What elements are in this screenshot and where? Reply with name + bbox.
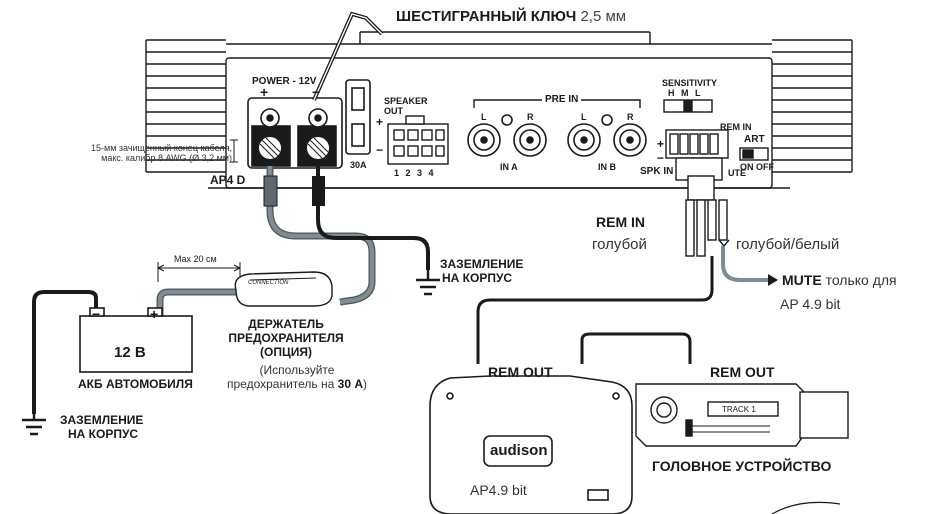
max-length-dimension [157,262,241,282]
fuse-holder-title-2: ПРЕДОХРАНИТЕЛЯ [228,330,344,345]
amp-left-fins [145,39,226,173]
ground-label-1-line-2: НА КОРПУС [442,270,513,285]
plug-pigtail [685,199,730,257]
mute-note-rest: только для [825,272,897,288]
head-unit-label: ГОЛОВНОЕ УСТРОЙСТВО [652,458,832,474]
speaker-out-connector [387,115,449,165]
spk-plus-sign: + [657,137,665,151]
corner-arc [771,501,841,514]
head-unit-display: TRACK 1 [722,405,756,414]
cable-note: 15-мм зачищенный конец кабеля, макс. кал… [58,143,232,164]
hex-key-inner [313,13,383,101]
dsp-unit [429,375,633,514]
input-plug [665,129,729,201]
power-terminal [247,97,343,169]
dsp-brand: audison [490,442,548,459]
negative-sleeve [312,176,325,206]
negative-wire [316,166,430,270]
amp-model: AP4 D [210,173,246,187]
battery-voltage: 12 В [114,344,146,361]
mute-note: MUTE только для [782,272,897,288]
amp-right-fins [772,39,853,173]
speaker-out-label-2: OUT [384,106,403,116]
rem-blue-label: голубой [592,236,647,253]
art-switch [739,147,769,161]
battery-plus-sign: + [150,306,159,322]
rca-jacks [467,114,647,157]
art-states: ON OFF [740,162,774,172]
mute-arrow [768,274,778,286]
ground-label-2-line-1: ЗАЗЕМЛЕНИЕ [60,413,144,427]
input-a-label: IN A [500,162,518,172]
fuse-holder-note: (Используйте предохранитель на 30 А) [202,363,392,392]
pre-in-l-b: L [581,112,587,122]
battery-ground-wire [32,290,98,414]
ground-symbol-1 [416,268,440,296]
pre-in-r-b: R [627,112,634,122]
mute-note-bold: MUTE [782,272,822,288]
cable-note-line-1: 15-мм зачищенный конец кабеля, [91,143,232,153]
dsp-rem-out-label: REM OUT [488,364,553,380]
input-b-label: IN B [598,162,616,172]
hex-key-title-bold: ШЕСТИГРАННЫЙ КЛЮЧ [396,8,577,25]
dsp-model: AP4.9 bit [470,482,527,498]
fuse-holder-note-2-pre: предохранитель на [226,376,335,391]
ground-label-2: ЗАЗЕМЛЕНИЕ НА КОРПУС [60,413,144,442]
pre-in-label: PRE IN [542,94,582,106]
pre-in-l-a: L [481,112,487,122]
sensitivity-label: SENSITIVITY [662,78,718,88]
hex-key-title: ШЕСТИГРАННЫЙ КЛЮЧ 2,5 мм [396,8,626,25]
ground-label-2-line-2: НА КОРПУС [68,426,139,441]
power-minus-sign: − [312,84,321,100]
speaker-out-label-1: SPEAKER [384,96,428,106]
power-label: POWER - 12V [252,76,317,87]
fuse-rating: 30A [350,160,367,170]
head-unit-rem-out-label: REM OUT [710,364,775,380]
head-unit [635,383,849,447]
hex-key-title-size: 2,5 мм [580,8,627,25]
amp-rem-in-label: REM IN [720,122,752,132]
fuse-holder-title: ДЕРЖАТЕЛЬ ПРЕДОХРАНИТЕЛЯ (ОПЦИЯ) [216,317,356,359]
fuse-holder-title-3: (ОПЦИЯ) [260,344,312,359]
strip-dimension [230,139,238,163]
fuse-holder-note-2: предохранитель на 30 А) [202,376,392,392]
ground-label-1: ЗАЗЕМЛЕНИЕ НА КОРПУС [440,257,524,286]
mute-wire [721,246,768,282]
positive-sleeve [263,175,278,207]
battery [79,307,193,373]
fuse-holder-note-2-post: ) [363,376,368,391]
pre-in-r-a: R [527,112,534,122]
battery-minus-sign: − [92,306,101,322]
mute-note-model: AP 4.9 bit [780,296,841,312]
amp-top-edge [226,31,772,45]
max-length-label: Max 20 см [174,254,217,264]
mute-pin-label: UTE [728,168,746,178]
speaker-minus-sign: − [376,143,384,157]
fuse-holder [234,271,333,307]
spk-in-label: SPK IN [640,166,674,177]
rem-wires [476,256,714,364]
sensitivity-levels: H M L [668,88,701,98]
rem-in-label: REM IN [596,214,645,230]
spk-minus-sign: − [657,151,665,165]
cable-note-line-2: макс. калибр 8 AWG (Ø 3,2 мм) [101,153,232,164]
speaker-pin-numbers: 1 2 3 4 [394,168,434,178]
fuse-holder-title-1: ДЕРЖАТЕЛЬ [248,317,324,331]
fuse-holder-logo: CONNECTION [248,280,289,286]
art-label: ART [744,134,765,145]
speaker-plus-sign: + [376,115,384,129]
fuse-holder-note-1: (Используйте [259,363,335,377]
sensitivity-switch [663,99,713,113]
fuse-holder-note-2-bold: 30 А [337,376,364,391]
ground-label-1-line-1: ЗАЗЕМЛЕНИЕ [440,257,524,271]
rem-blue-white-label: голубой/белый [736,236,840,253]
battery-label: АКБ АВТОМОБИЛЯ [78,377,193,391]
fuse-slot [345,79,371,155]
ground-symbol-2 [22,412,46,436]
power-plus-sign: + [260,84,269,100]
